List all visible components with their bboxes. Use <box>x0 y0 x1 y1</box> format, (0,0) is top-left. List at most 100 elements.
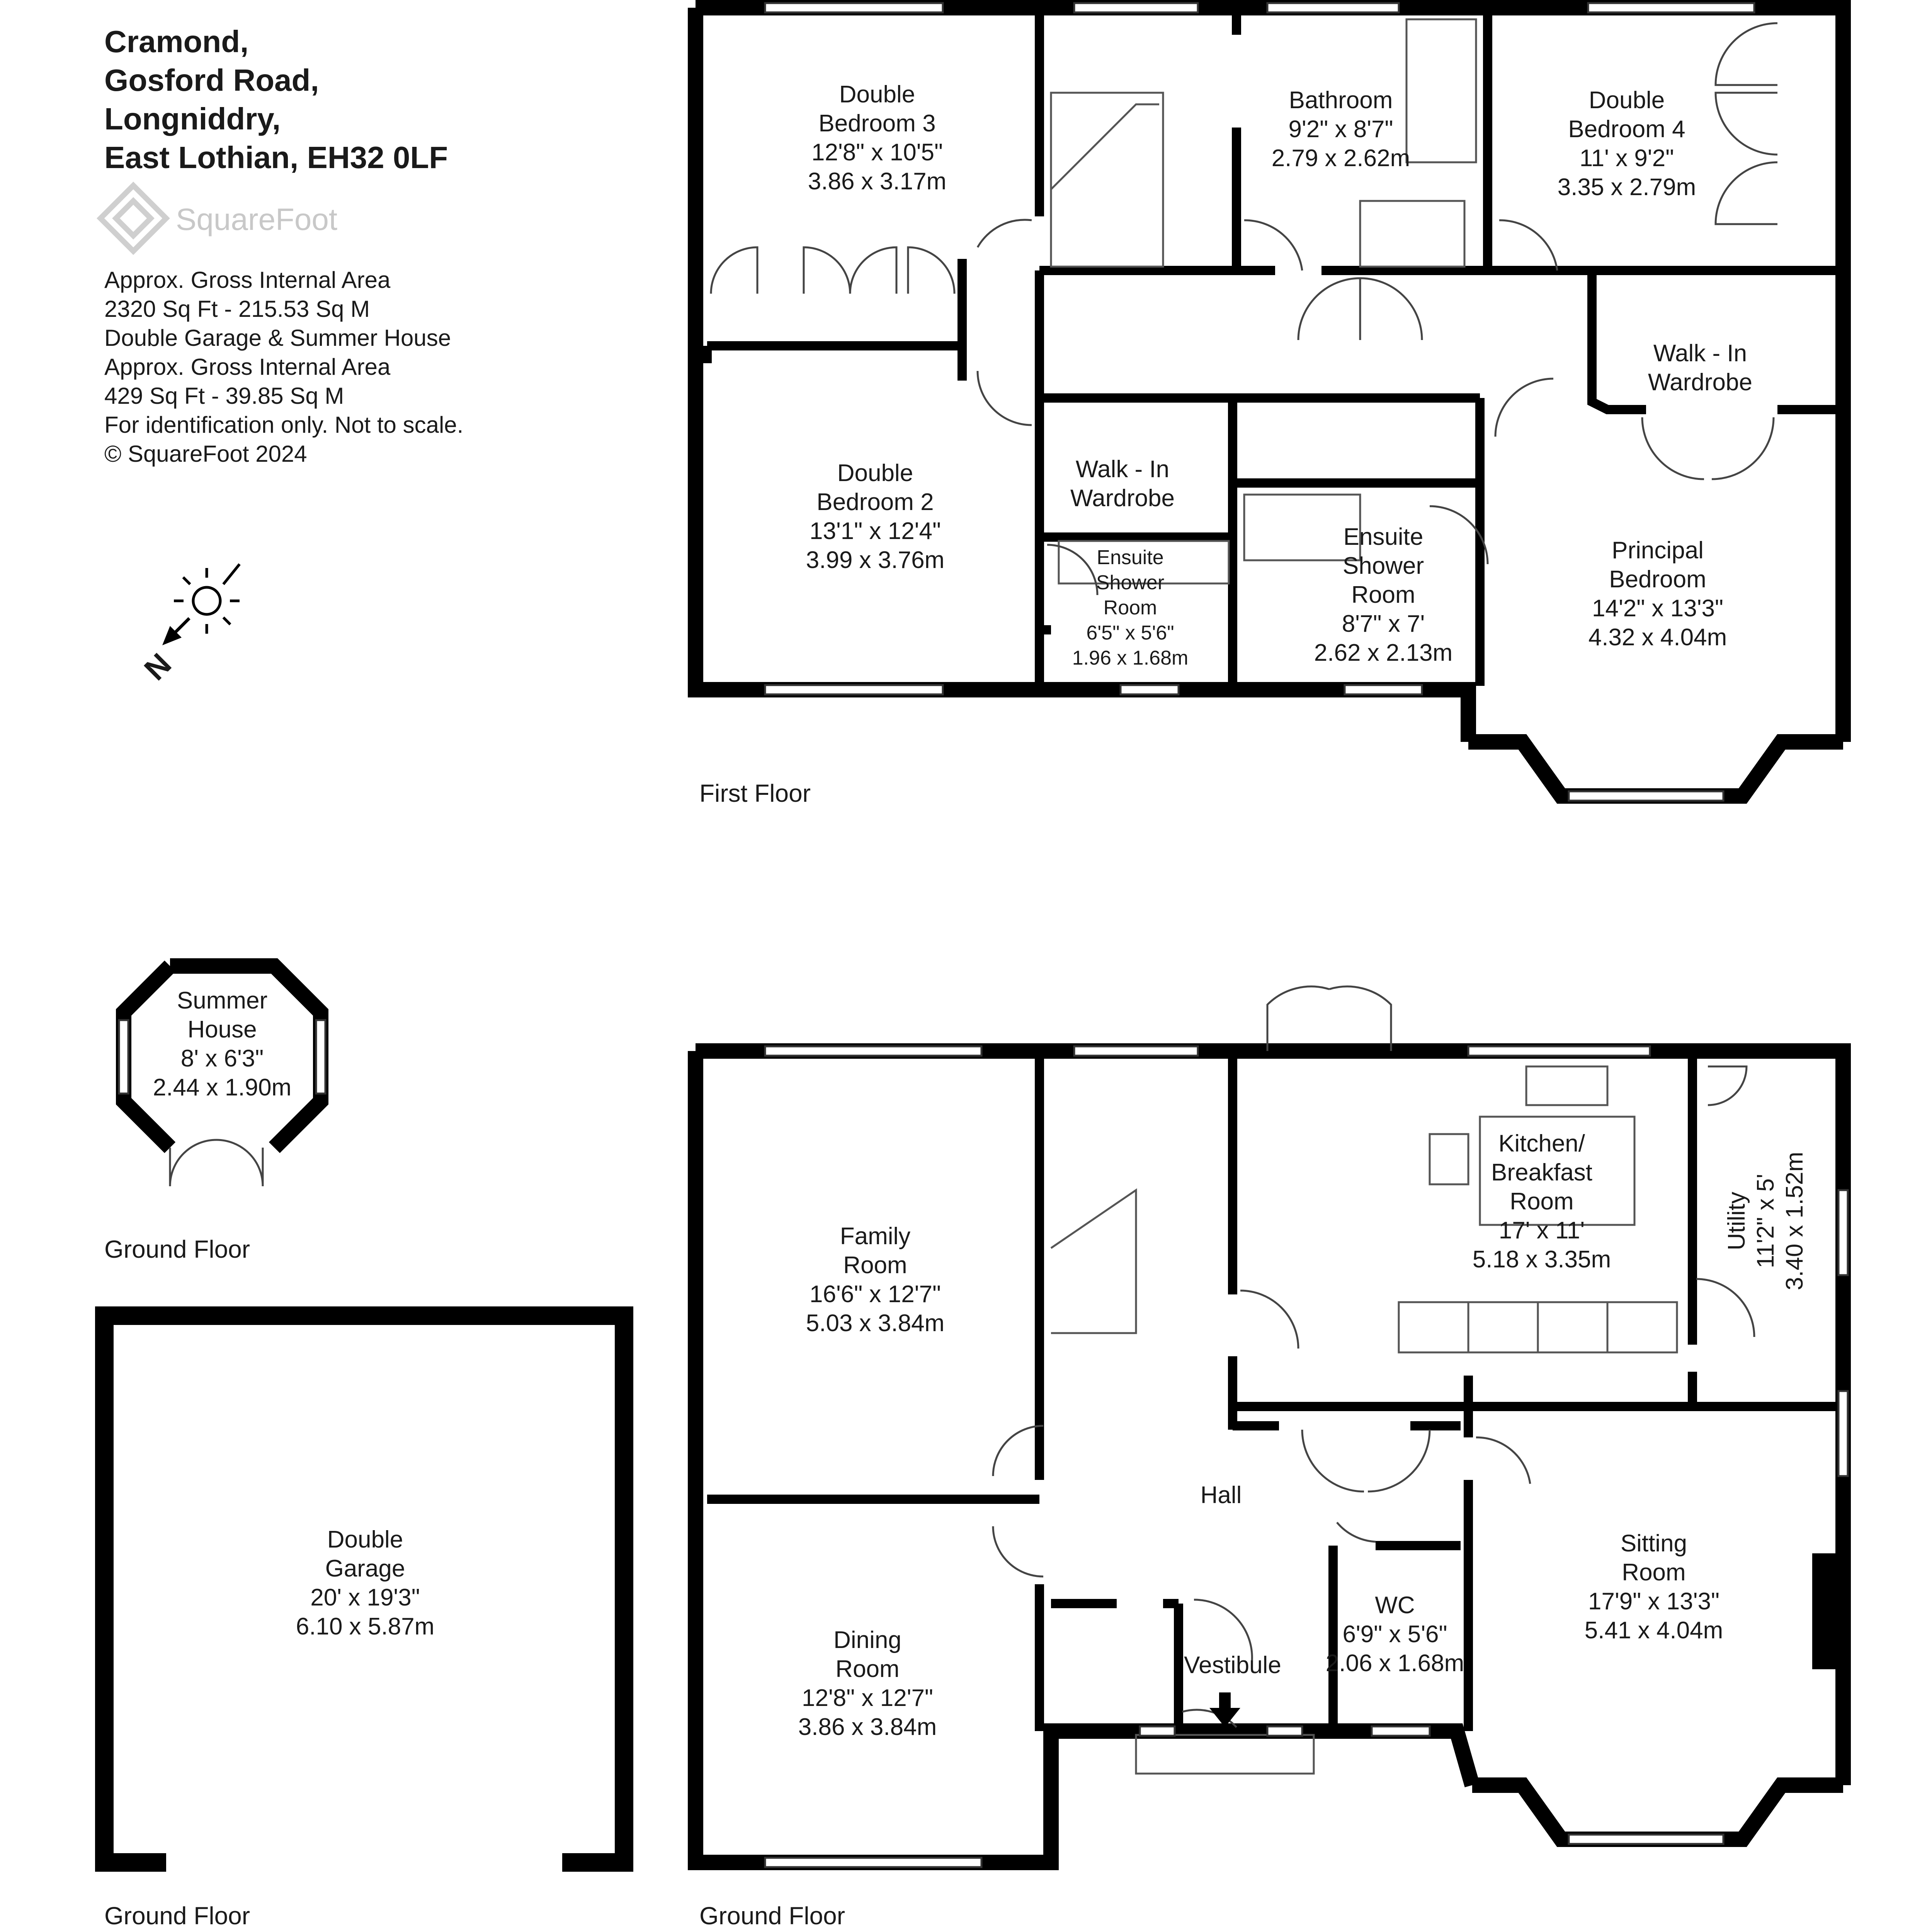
room-label-bed4: Double Bedroom 4 11' x 9'2" 3.35 x 2.79m <box>1558 87 1696 201</box>
svg-text:Double: Double <box>839 81 915 108</box>
svg-text:Summer: Summer <box>177 987 267 1014</box>
svg-text:Room: Room <box>835 1656 899 1682</box>
svg-text:Bathroom: Bathroom <box>1289 87 1393 114</box>
logo-diamond-icon <box>97 182 170 255</box>
svg-text:Principal: Principal <box>1612 537 1704 564</box>
ground-floor-plan: Family Room 16'6" x 12'7" 5.03 x 3.84m K… <box>688 985 1851 1930</box>
svg-text:13'1" x 12'4": 13'1" x 12'4" <box>810 518 941 544</box>
room-label-utility: Utility 11'2" x 5' 3.40 x 1.52m <box>1723 1152 1808 1290</box>
svg-text:9'2" x 8'7": 9'2" x 8'7" <box>1288 116 1393 143</box>
room-label-ensuite-big: Ensuite Shower Room 8'7" x 7' 2.62 x 2.1… <box>1314 524 1452 666</box>
svg-text:Breakfast: Breakfast <box>1491 1159 1592 1186</box>
svg-text:Ensuite: Ensuite <box>1097 546 1163 569</box>
dining-room-door <box>992 1526 1044 1578</box>
shower-tray-icon <box>1359 200 1466 268</box>
sink-icon <box>1525 1065 1609 1106</box>
address-line-2: Gosford Road, <box>104 63 319 97</box>
floor-label-summer: Ground Floor <box>104 1235 250 1263</box>
ensuite-small-shower-icon <box>1058 540 1230 585</box>
address-line-4: East Lothian, EH32 0LF <box>104 140 448 175</box>
svg-text:4.32 x 4.04m: 4.32 x 4.04m <box>1588 624 1727 651</box>
svg-text:Bedroom: Bedroom <box>1609 566 1706 593</box>
svg-text:WC: WC <box>1375 1592 1415 1619</box>
svg-text:Room: Room <box>1104 597 1157 619</box>
wc-door <box>1336 1522 1376 1543</box>
room-label-vestibule: Vestibule <box>1184 1652 1281 1679</box>
bathroom-door <box>1244 219 1303 271</box>
svg-text:Wardrobe: Wardrobe <box>1648 369 1752 396</box>
garage-plan: Double Garage 20' x 19'3" 6.10 x 5.87m G… <box>95 1306 633 1930</box>
ensuite-small-door <box>1047 544 1099 595</box>
bedroom3-wardrobe-doors <box>710 246 956 294</box>
squarefoot-logo: SquareFoot <box>97 182 337 255</box>
room-label-walkin-right: Walk - In Wardrobe <box>1648 340 1752 396</box>
family-room-door <box>992 1425 1044 1476</box>
svg-text:17' x 11': 17' x 11' <box>1499 1217 1585 1244</box>
svg-text:Room: Room <box>843 1252 907 1279</box>
summer-house-plan: Summer House 8' x 6'3" 2.44 x 1.90m Grou… <box>104 958 328 1263</box>
north-label: N <box>138 647 178 687</box>
svg-text:Room: Room <box>1351 582 1415 608</box>
room-label-dining: Dining Room 12'8" x 12'7" 3.86 x 3.84m <box>798 1627 937 1740</box>
kitchen-island-icon <box>1479 1116 1636 1226</box>
floor-label-first: First Floor <box>699 779 811 807</box>
room-label-bed2: Double Bedroom 2 13'1" x 12'4" 3.99 x 3.… <box>806 460 944 573</box>
svg-text:Hall: Hall <box>1201 1482 1242 1509</box>
svg-text:Utility: Utility <box>1723 1192 1750 1250</box>
area-line-1: Approx. Gross Internal Area <box>104 267 391 293</box>
svg-text:6.10 x 5.87m: 6.10 x 5.87m <box>296 1613 434 1640</box>
svg-text:Sitting: Sitting <box>1621 1530 1687 1557</box>
svg-text:Wardrobe: Wardrobe <box>1070 485 1175 512</box>
svg-text:3.40 x 1.52m: 3.40 x 1.52m <box>1781 1152 1808 1290</box>
room-label-ensuite-small: Ensuite Shower Room 6'5" x 5'6" 1.96 x 1… <box>1072 546 1189 669</box>
area-line-6: For identification only. Not to scale. <box>104 412 463 438</box>
north-arrow-icon <box>162 617 190 645</box>
utility-door <box>1696 1278 1755 1337</box>
svg-text:Double: Double <box>837 460 913 486</box>
first-floor-stairs <box>1050 92 1164 268</box>
svg-text:Shower: Shower <box>1343 553 1424 579</box>
sitting-room-door <box>1476 1436 1531 1484</box>
address-block: Cramond, Gosford Road, Longniddry, East … <box>104 24 448 175</box>
area-line-2: 2320 Sq Ft - 215.53 Sq M <box>104 296 370 322</box>
svg-text:2.79 x 2.62m: 2.79 x 2.62m <box>1272 145 1410 172</box>
svg-text:2.62 x 2.13m: 2.62 x 2.13m <box>1314 639 1452 666</box>
svg-text:Double: Double <box>1589 87 1665 114</box>
floor-label-ground: Ground Floor <box>699 1902 845 1930</box>
svg-text:16'6" x 12'7": 16'6" x 12'7" <box>810 1281 941 1308</box>
room-label-principal: Principal Bedroom 14'2" x 13'3" 4.32 x 4… <box>1588 537 1727 651</box>
summer-house-doors <box>169 1139 264 1187</box>
ensuite-big-door <box>1429 505 1489 565</box>
svg-text:8' x 6'3": 8' x 6'3" <box>181 1045 264 1072</box>
svg-text:17'9" x 13'3": 17'9" x 13'3" <box>1588 1588 1719 1615</box>
svg-text:12'8" x 12'7": 12'8" x 12'7" <box>802 1685 933 1711</box>
floor-label-garage: Ground Floor <box>104 1902 250 1930</box>
bed2-door <box>976 371 1032 426</box>
ground-floor-windows <box>764 1045 1849 1868</box>
svg-text:20' x 19'3": 20' x 19'3" <box>310 1584 420 1611</box>
svg-text:6'5" x 5'6": 6'5" x 5'6" <box>1086 622 1174 644</box>
area-line-5: 429 Sq Ft - 39.85 Sq M <box>104 383 344 409</box>
svg-text:3.99 x 3.76m: 3.99 x 3.76m <box>806 547 944 573</box>
area-info: Approx. Gross Internal Area 2320 Sq Ft -… <box>104 267 463 467</box>
bed3-door <box>976 219 1032 248</box>
front-door <box>1182 1709 1237 1728</box>
entrance-step <box>1135 1734 1315 1775</box>
svg-text:5.41 x 4.04m: 5.41 x 4.04m <box>1585 1617 1723 1644</box>
area-line-4: Approx. Gross Internal Area <box>104 354 391 380</box>
fireplace-icon <box>1812 1553 1835 1669</box>
svg-text:1.96 x 1.68m: 1.96 x 1.68m <box>1072 647 1189 669</box>
room-label-garage: Double Garage 20' x 19'3" 6.10 x 5.87m <box>296 1526 434 1640</box>
svg-text:3.86 x 3.17m: 3.86 x 3.17m <box>808 168 946 195</box>
vestibule-inner-door <box>1194 1599 1253 1662</box>
walkin-right-doors <box>1641 417 1775 480</box>
room-label-bathroom: Bathroom 9'2" x 8'7" 2.79 x 2.62m <box>1272 87 1410 172</box>
logo-text: SquareFoot <box>176 202 337 236</box>
summer-window-left <box>118 1019 129 1095</box>
kitchen-units <box>1398 1301 1678 1354</box>
address-line-1: Cramond, <box>104 24 248 59</box>
svg-text:5.03 x 3.84m: 5.03 x 3.84m <box>806 1310 944 1337</box>
room-label-kitchen: Kitchen/ Breakfast Room 17' x 11' 5.18 x… <box>1473 1130 1611 1273</box>
room-label-hall: Hall <box>1201 1482 1242 1509</box>
